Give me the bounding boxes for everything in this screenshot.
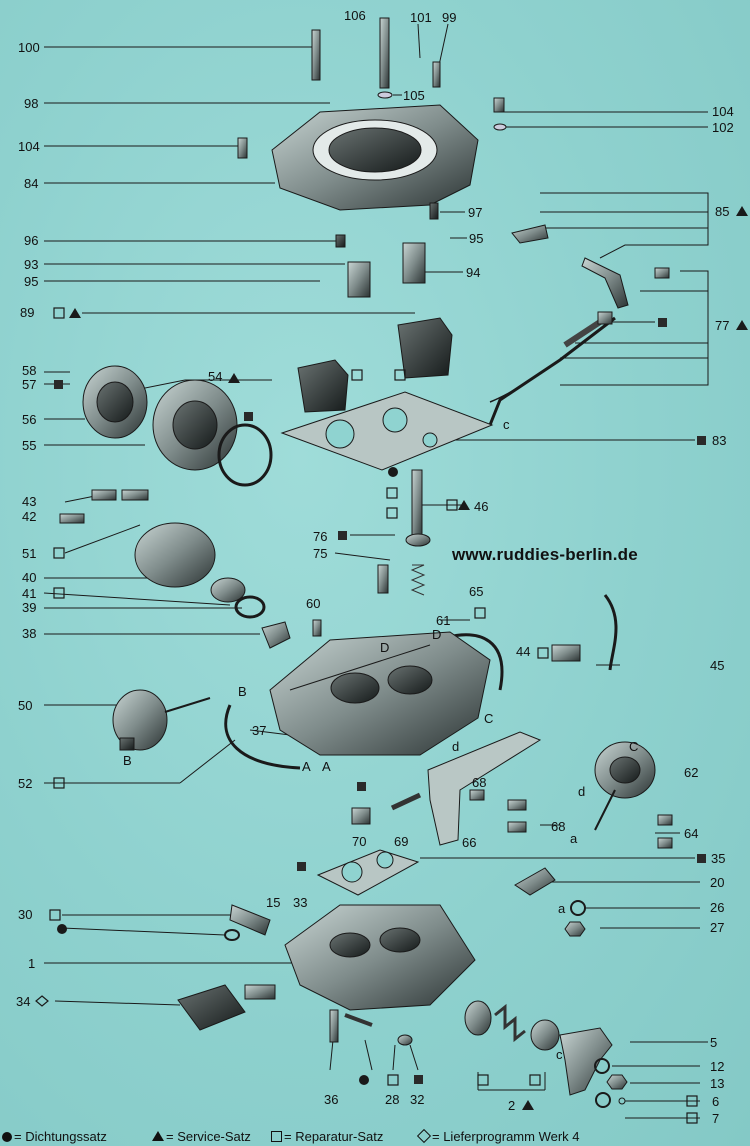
connection-letter: C [629, 739, 639, 754]
legend-item-service: = Service-Satz [152, 1129, 251, 1144]
connection-letter: A [322, 759, 331, 774]
part-label: 44 [516, 644, 531, 659]
legend-item-liefer: = Lieferprogramm Werk 4 [416, 1128, 580, 1144]
part-label: 58 [22, 363, 37, 378]
connection-letter: a [558, 901, 566, 916]
connection-letter: c [556, 1047, 563, 1062]
part-label: 95 [469, 231, 484, 246]
part-label: 66 [462, 835, 477, 850]
part-label: 105 [403, 88, 425, 103]
part-label: 75 [313, 546, 328, 561]
part-label: 45 [710, 658, 725, 673]
part-label: 97 [468, 205, 483, 220]
part-label: 89 [20, 305, 35, 320]
part-label: 33 [293, 895, 308, 910]
connection-letter: d [578, 784, 586, 799]
part-label: 96 [24, 233, 39, 248]
part-label: 52 [18, 776, 33, 791]
part-label: 15 [266, 895, 281, 910]
part-label: 60 [306, 596, 321, 611]
part-label: 70 [352, 834, 367, 849]
connection-letter: a [570, 831, 578, 846]
part-label: 36 [324, 1092, 339, 1107]
connection-letter: B [123, 753, 132, 768]
part-label: 27 [710, 920, 725, 935]
part-label: 76 [313, 529, 328, 544]
part-label: 84 [24, 176, 39, 191]
part-label: 26 [710, 900, 725, 915]
part-label: 55 [22, 438, 37, 453]
part-label: 54 [208, 369, 223, 384]
part-label: 35 [711, 851, 726, 866]
legend-item-dichtung: = Dichtungssatz [2, 1129, 107, 1144]
part-label: 12 [710, 1059, 725, 1074]
part-label: 102 [712, 120, 734, 135]
connection-letter: c [503, 417, 510, 432]
part-label: 51 [22, 546, 37, 561]
dot-icon [2, 1132, 12, 1142]
part-label: 69 [394, 834, 409, 849]
part-label: 37 [252, 723, 267, 738]
part-label: 62 [684, 765, 699, 780]
part-label: 41 [22, 586, 37, 601]
part-label: 104 [18, 139, 40, 154]
part-label: 30 [18, 907, 33, 922]
part-label: 56 [22, 412, 37, 427]
part-label: 7 [712, 1111, 720, 1126]
legend: = Dichtungssatz = Service-Satz = Reparat… [0, 1126, 750, 1146]
part-label: 95 [24, 274, 39, 289]
part-label: 64 [684, 826, 699, 841]
part-label: 39 [22, 600, 37, 615]
part-label: 42 [22, 509, 37, 524]
part-label: 1 [28, 956, 36, 971]
connection-letter: D [380, 640, 390, 655]
part-label: 38 [22, 626, 37, 641]
part-label: 13 [710, 1076, 725, 1091]
part-label: 34 [16, 994, 31, 1009]
part-label: 61 [436, 613, 451, 628]
part-label: 28 [385, 1092, 400, 1107]
part-label: 99 [442, 10, 457, 25]
square-icon [271, 1131, 282, 1142]
part-label: 101 [410, 10, 432, 25]
diamond-icon [416, 1128, 432, 1144]
part-label: 106 [344, 8, 366, 23]
part-label: 68 [551, 819, 566, 834]
part-label: 46 [474, 499, 489, 514]
triangle-icon [152, 1131, 164, 1141]
part-label: 2 [508, 1098, 516, 1113]
connection-letter: B [238, 684, 247, 699]
part-label: 65 [469, 584, 484, 599]
part-label: 83 [712, 433, 727, 448]
part-label: 20 [710, 875, 725, 890]
connection-letter: D [432, 627, 442, 642]
part-label: 5 [710, 1035, 718, 1050]
website-url: www.ruddies-berlin.de [452, 545, 638, 564]
part-label: 85 [715, 204, 730, 219]
part-label: 43 [22, 494, 37, 509]
part-label: 57 [22, 377, 37, 392]
part-label: 100 [18, 40, 40, 55]
part-label: 6 [712, 1094, 720, 1109]
part-label: 94 [466, 265, 481, 280]
legend-item-reparatur: = Reparatur-Satz [271, 1129, 383, 1144]
part-label: 32 [410, 1092, 425, 1107]
part-label: 77 [715, 318, 730, 333]
connection-letter: C [484, 711, 494, 726]
connection-letter: A [302, 759, 311, 774]
part-label: 40 [22, 570, 37, 585]
part-label: 50 [18, 698, 33, 713]
part-label: 98 [24, 96, 39, 111]
connection-letter: d [452, 739, 460, 754]
part-label: 93 [24, 257, 39, 272]
part-label: 68 [472, 775, 487, 790]
part-label: 104 [712, 104, 734, 119]
